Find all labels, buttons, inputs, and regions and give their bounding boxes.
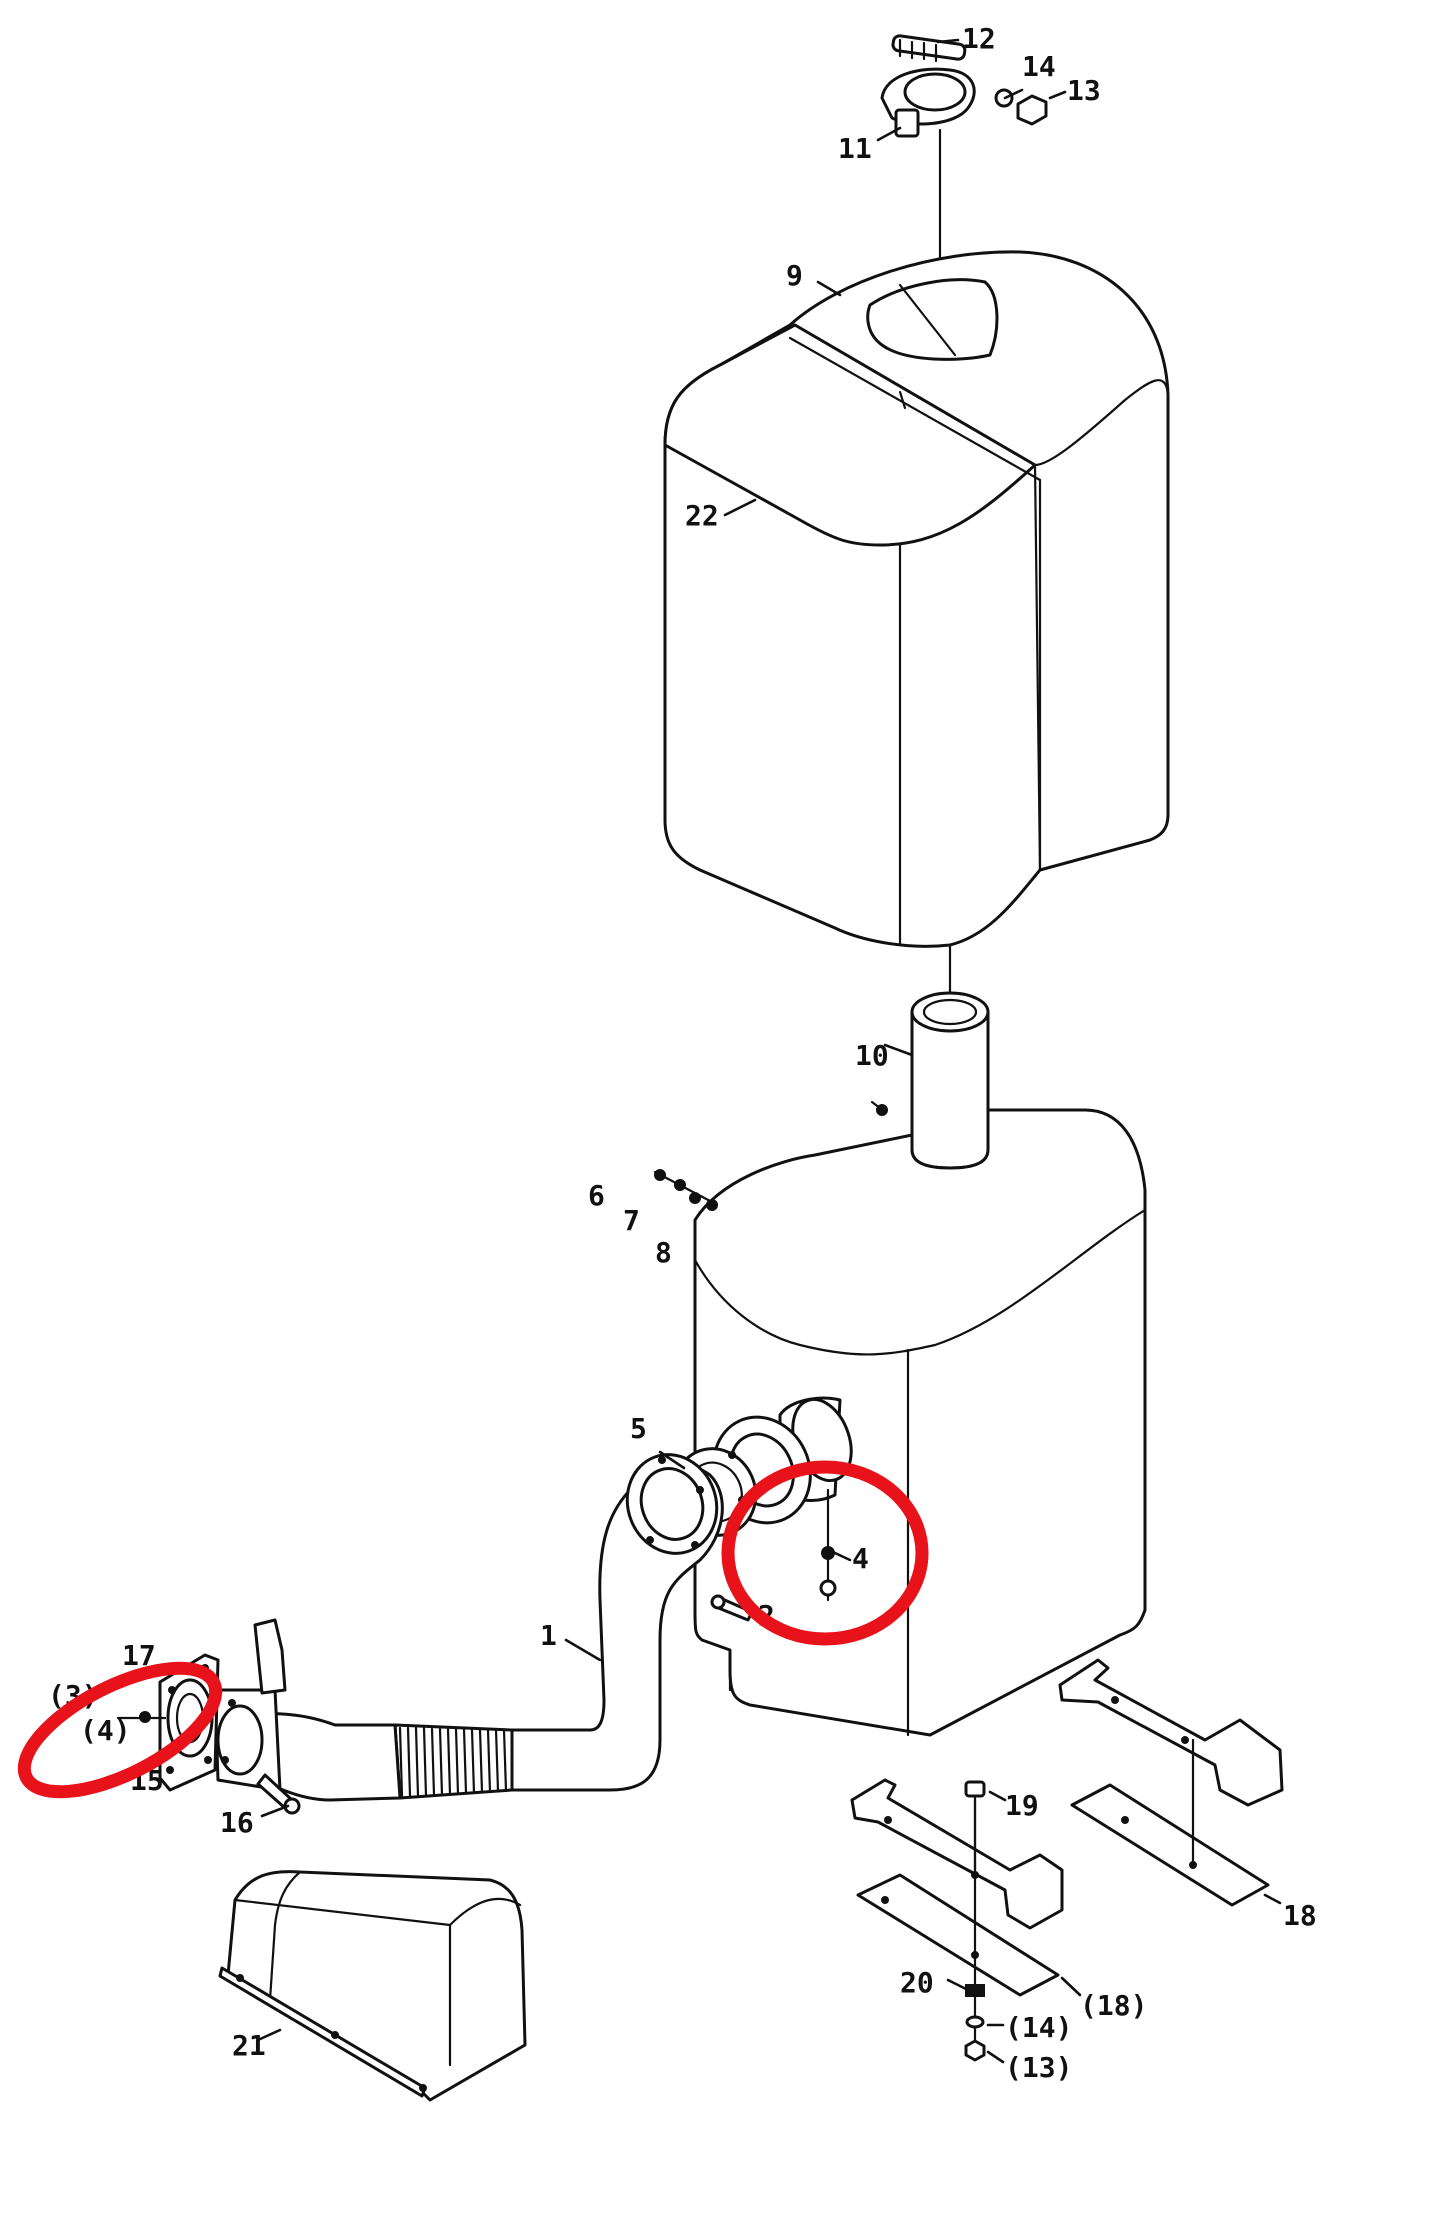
muffler-body [693, 1100, 1147, 1737]
callout-11: 11 [838, 132, 872, 165]
callout-5: 5 [630, 1412, 647, 1445]
callout-20: 20 [900, 1966, 934, 1999]
callout-4-ref: (4) [80, 1714, 131, 1747]
callout-1: 1 [540, 1619, 557, 1652]
callout-labels: 12 14 13 11 9 22 10 6 7 8 5 4 2 1 17 (3)… [48, 22, 1317, 2084]
callout-14-ref: (14) [1005, 2011, 1072, 2044]
bracket-right [1058, 1658, 1284, 1807]
bracket-left [850, 1778, 1064, 1930]
bolt-19-20-stack [964, 1780, 986, 2062]
callout-10: 10 [855, 1039, 889, 1072]
exhaust-pipe [510, 1453, 724, 1792]
bolt-4 [819, 1488, 837, 1602]
callout-21: 21 [232, 2029, 266, 2062]
highlight-ellipse-left [17, 1661, 223, 1799]
heat-shield [218, 1870, 527, 2102]
fasteners-6-7-8 [653, 1169, 718, 1211]
callout-6: 6 [588, 1179, 605, 1212]
callout-8: 8 [655, 1236, 672, 1269]
highlight-circle-right [721, 1460, 929, 1646]
callout-18: 18 [1283, 1899, 1317, 1932]
highlight-marks [17, 1460, 929, 1799]
bracket-right-plate [1070, 1783, 1270, 1907]
callout-22: 22 [685, 499, 719, 532]
callout-4: 4 [852, 1542, 869, 1575]
callout-14: 14 [1022, 50, 1056, 83]
flex-bellows [393, 1723, 514, 1800]
callout-19: 19 [1005, 1789, 1039, 1822]
callout-13-ref: (13) [1005, 2051, 1072, 2084]
callout-16: 16 [220, 1806, 254, 1839]
inlet-pipe [213, 1618, 402, 1802]
callout-9: 9 [786, 259, 803, 292]
callout-18-ref: (18) [1080, 1989, 1147, 2022]
tail-pipe [910, 991, 990, 1170]
upper-housing [663, 250, 1170, 948]
callout-12: 12 [962, 22, 996, 55]
callout-13: 13 [1067, 74, 1101, 107]
manifold-flange [116, 1653, 220, 1792]
callout-7: 7 [623, 1204, 640, 1237]
clamp-assembly [880, 34, 1048, 138]
